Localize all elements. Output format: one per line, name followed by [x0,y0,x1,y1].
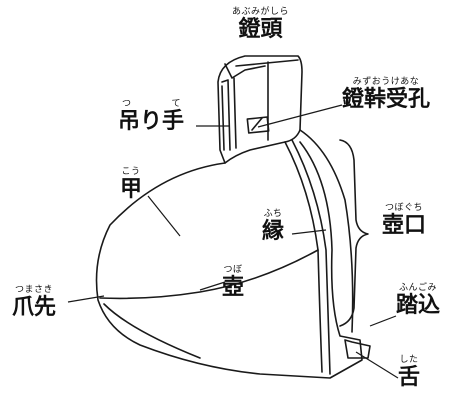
ruby-tsurite-tsu: つ [122,99,132,109]
ruby-tsuboguchi: つぼぐち [385,203,424,213]
kanji-kou: 甲 [120,177,143,202]
label-fuchi: ふち 縁 [262,210,284,243]
ruby-tsurite-te: て [171,99,182,109]
ruby-fuchi: ふち [263,209,283,219]
head-inner [233,59,299,149]
label-shita: した 舌 [398,356,420,389]
leader-kou [147,195,181,237]
ruby-fungomi: ふんごみ [399,283,438,293]
tongue [344,339,371,359]
leader-fuchi [291,229,327,235]
kanji-tsumasaki: 爪先 [12,295,57,320]
leader-fungomi [369,315,397,327]
ruby-tsurite: つて [118,100,184,109]
kanji-tsurite: 吊り手 [118,109,185,134]
leader-tsumasaki [67,295,105,303]
label-tsumasaki: つまさき 爪先 [12,286,56,319]
label-kou: こう 甲 [120,168,142,201]
tsuboguchi-brace [339,139,369,327]
label-abumi-ukeana: みずおうけあな 鐙鞐受孔 [342,78,430,111]
label-tsubo: つぼ 壺 [222,266,244,299]
leader-tsubo [199,281,226,291]
ruby-kou: こう [121,167,141,177]
rim-line [284,139,331,375]
leader-lines [67,104,399,379]
label-abumigashira: あぶみがしら 鐙頭 [232,8,289,41]
ruby-shita: した [399,355,419,365]
kanji-fuchi: 縁 [262,219,285,244]
front-curve [95,141,363,379]
label-tsuboguchi: つぼぐち 壺口 [382,204,426,237]
leader-ukeana [257,104,343,128]
label-fungomi: ふんごみ 踏込 [396,284,440,317]
kanji-tsubo: 壺 [222,275,245,300]
head-outline [217,55,303,164]
kanji-fungomi: 踏込 [396,293,441,318]
loop-outline [221,79,231,151]
kanji-abumigashira: 鐙頭 [238,17,283,42]
back-edge [299,129,354,333]
leader-shita [355,351,399,379]
label-tsurite: つて 吊り手 [118,100,184,133]
toe-line [99,249,319,300]
head-top [224,63,266,79]
kanji-shita: 舌 [398,365,421,390]
kanji-tsuboguchi: 壺口 [382,213,427,238]
ruby-abumi-ukeana: みずおうけあな [352,77,420,87]
kanji-abumi-ukeana: 鐙鞐受孔 [342,87,431,112]
ruby-abumigashira: あぶみがしら [232,7,290,17]
ruby-tsubo: つぼ [223,265,243,275]
stirrup-drawing [95,55,371,379]
ruby-tsumasaki: つまさき [15,285,54,295]
